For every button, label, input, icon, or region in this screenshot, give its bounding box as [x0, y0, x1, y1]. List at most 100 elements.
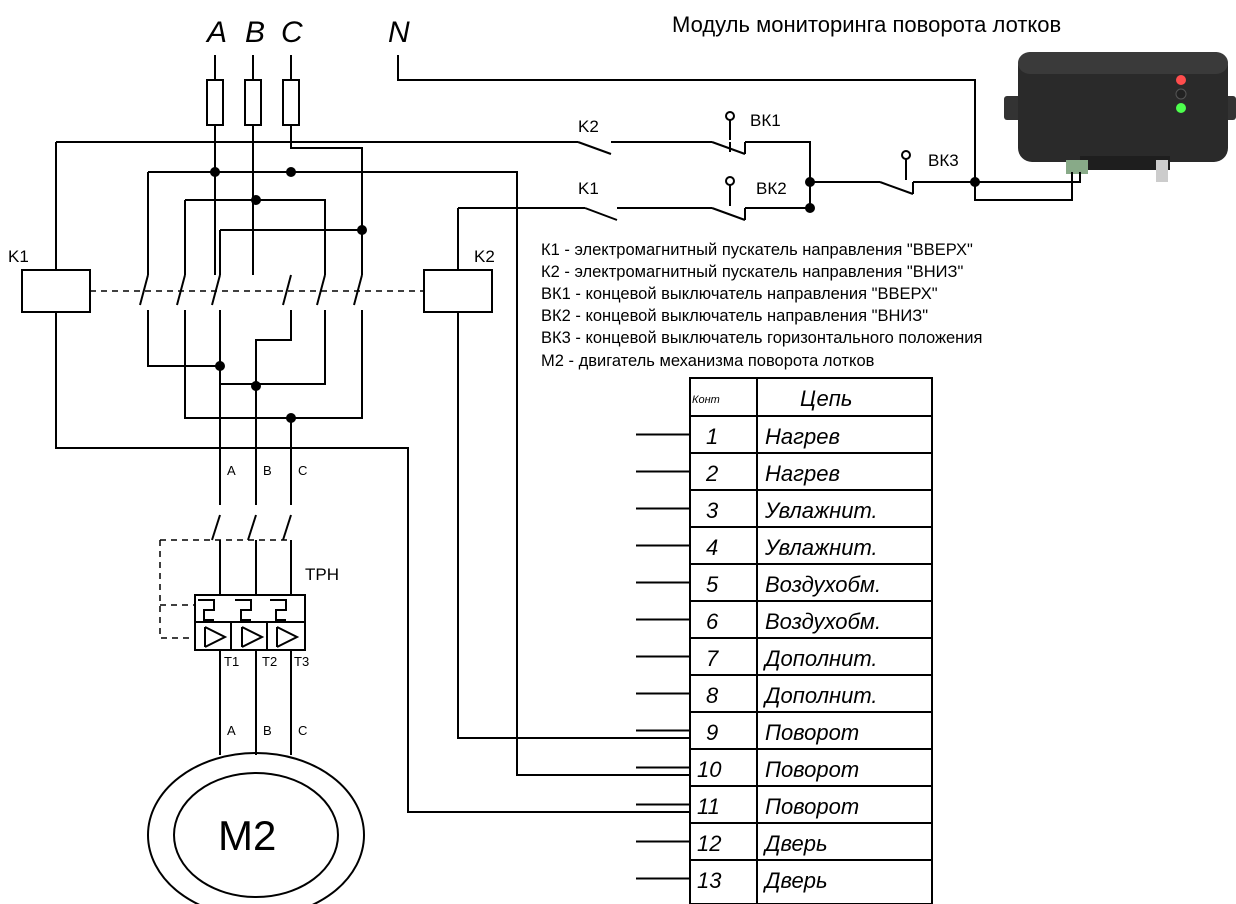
motor-label: M2: [218, 812, 276, 859]
row-circuit-name: Нагрев: [765, 424, 840, 449]
wire-phase-c-bus: [219, 229, 362, 275]
low-b-label: B: [263, 723, 272, 738]
table-row: 5 Воздухобм.: [636, 572, 932, 602]
row-contact-number: 11: [697, 794, 720, 819]
wire-c-top: [290, 55, 363, 275]
row-contact-number: 6: [706, 609, 719, 634]
legend-line-2: К2 - электромагнитный пускатель направле…: [541, 263, 963, 281]
wire-vk3-line: [810, 172, 1081, 183]
circuit-breaker: [211, 514, 292, 595]
k2-coil: [423, 269, 493, 313]
wire-k2-coil: [457, 208, 690, 739]
row-contact-number: 4: [706, 535, 718, 560]
row-circuit-name: Увлажнит.: [764, 535, 878, 560]
table-header-contact: Конт: [692, 394, 720, 406]
neutral-label: N: [388, 16, 410, 49]
row-circuit-name: Дверь: [762, 831, 828, 856]
row-circuit-name: Дверь: [762, 868, 828, 893]
motor-inner: [173, 772, 339, 898]
monitoring-module-device: [1004, 52, 1236, 182]
t1-label: T1: [224, 654, 239, 669]
wire-k2-to-vk1: [611, 141, 731, 152]
row-contact-number: 1: [706, 424, 718, 449]
vk1-label: ВК1: [750, 111, 781, 130]
legend-line-1: К1 - электромагнитный пускатель направле…: [541, 241, 973, 259]
wire-phase-b-bus: [184, 199, 326, 275]
vk2-label: ВК2: [756, 179, 787, 198]
table-row: 12 Дверь: [636, 831, 932, 861]
row-circuit-name: Воздухобм.: [765, 572, 881, 597]
legend-line-5: ВК3 - концевой выключатель горизонтально…: [541, 329, 982, 347]
phase-a-label: A: [205, 16, 227, 49]
table-row: 3 Увлажнит.: [636, 498, 932, 528]
k1-contact-switch: [584, 207, 618, 221]
row-circuit-name: Дополнит.: [762, 646, 878, 671]
contactor-main-contacts: [139, 274, 363, 306]
mid-a-label: A: [227, 463, 236, 478]
vk1-switch: [711, 141, 746, 155]
table-row: 13 Дверь: [636, 868, 828, 893]
row-contact-number: 3: [706, 498, 719, 523]
row-circuit-name: Дополнит.: [762, 683, 878, 708]
row-contact-number: 12: [697, 831, 721, 856]
table-row: 7 Дополнит.: [636, 646, 932, 676]
vk2-actuator-icon: [725, 176, 735, 186]
row-contact-number: 13: [697, 868, 722, 893]
trn-label: ТРН: [305, 565, 339, 584]
row-contact-number: 8: [706, 683, 719, 708]
junction-dots: [210, 167, 980, 423]
k1-contact-label: K1: [578, 179, 599, 198]
t3-label: T3: [294, 654, 309, 669]
table-row: 8 Дополнит.: [636, 683, 932, 713]
row-circuit-name: Воздухобм.: [765, 609, 881, 634]
table-row: 10 Поворот: [636, 757, 932, 787]
row-contact-number: 10: [697, 757, 722, 782]
vk3-actuator-icon: [901, 150, 911, 160]
row-contact-number: 7: [706, 646, 719, 671]
table-row: 4 Увлажнит.: [636, 535, 932, 565]
vk2-switch: [711, 207, 746, 221]
legend-line-6: М2 - двигатель механизма поворота лотков: [541, 352, 875, 370]
table-header-circuit: Цепь: [800, 386, 852, 411]
k2-contact-label: K2: [578, 117, 599, 136]
k1-coil: [21, 269, 91, 313]
led-green-icon: [1176, 103, 1186, 113]
wire-to-motor: [219, 650, 292, 755]
motor-outer: [147, 752, 365, 904]
t2-label: T2: [262, 654, 277, 669]
row-circuit-name: Поворот: [765, 757, 859, 782]
k1-coil-label: K1: [8, 247, 29, 266]
row-circuit-name: Увлажнит.: [764, 498, 878, 523]
phase-b-label: B: [245, 16, 265, 49]
vk1-actuator-icon: [725, 111, 735, 121]
fuse-c: [282, 79, 300, 126]
phase-c-label: C: [281, 16, 303, 49]
fuse-b: [244, 79, 262, 126]
vk3-label: ВК3: [928, 151, 959, 170]
legend: К1 - электромагнитный пускатель направле…: [541, 241, 982, 370]
row-contact-number: 5: [706, 572, 719, 597]
k2-coil-label: K2: [474, 247, 495, 266]
wire-k1-coil: [55, 142, 690, 813]
k2-contact-switch: [577, 141, 612, 155]
wire-to-motor-breaker: [219, 366, 292, 505]
thermal-relay-link: [159, 539, 290, 639]
vk3-switch: [879, 181, 914, 195]
row-contact-number: 2: [705, 461, 718, 486]
led-dark-icon: [1175, 88, 1187, 100]
wire-contact-lower-3: [255, 310, 292, 384]
wire-contact-lower-1: [147, 310, 363, 419]
row-circuit-name: Поворот: [765, 720, 859, 745]
low-c-label: C: [298, 723, 307, 738]
mid-c-label: C: [298, 463, 307, 478]
legend-line-3: ВК1 - концевой выключатель направления "…: [541, 285, 938, 303]
wire-phase-a-bus: [148, 171, 690, 776]
led-red-icon: [1176, 75, 1186, 85]
table-frame: [689, 377, 933, 904]
